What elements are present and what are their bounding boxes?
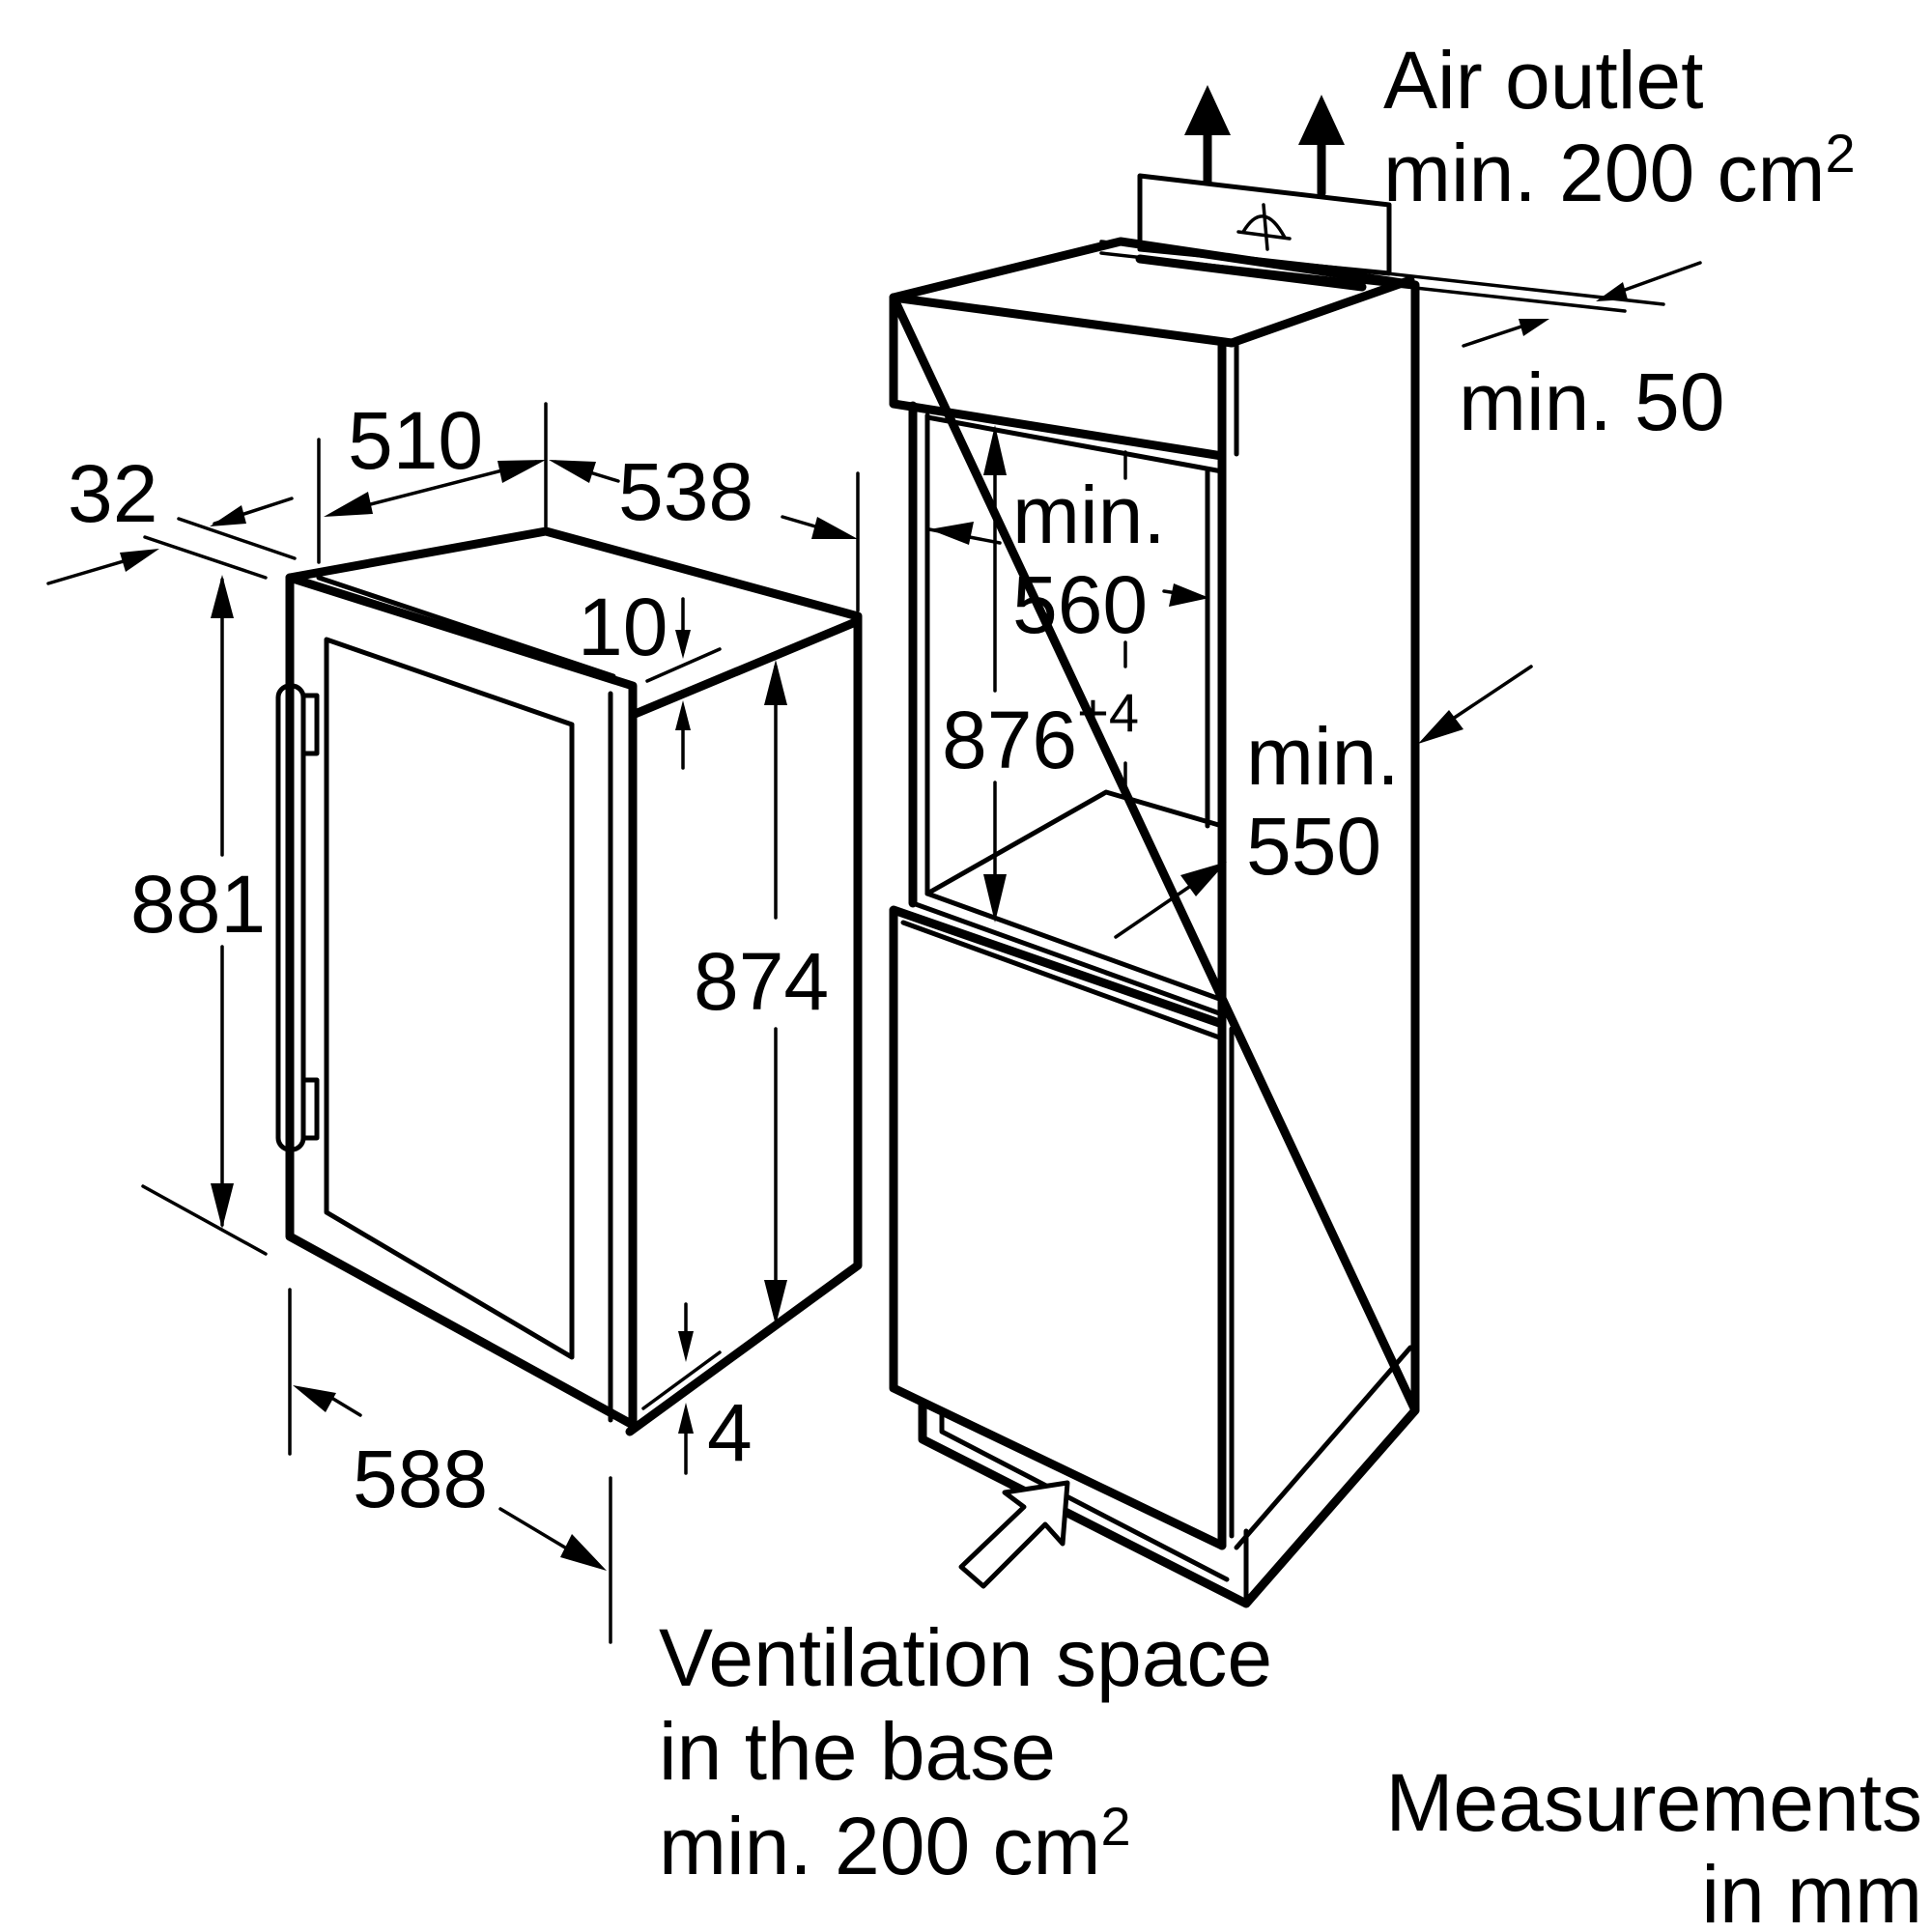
niche-height-label: 876+4 [942,682,1139,785]
cabinet-top-extension-2 [1099,240,1665,306]
ventilation-label-2: in the base [659,1706,1056,1797]
ext-line-32-a [177,517,297,560]
door-top-front-edge [316,575,616,679]
arrow-876-bottom [983,874,1007,923]
dim-588: 588 [353,1434,488,1524]
lower-cabinet-top-front [900,920,1225,1041]
vent-box-bottom-edge [1135,254,1367,292]
dim-881: 881 [130,859,266,950]
plinth-right-inner [1234,1345,1413,1550]
dim-line-10 [645,647,722,683]
niche-top-inner [924,414,1225,474]
dimension-values: 32 510 538 10 881 874 4 588 [68,395,829,1524]
arrow-510-right [497,460,546,483]
arrow-538-right [811,517,858,539]
appliance-door [285,573,638,1430]
handle-mount-bottom [300,1077,320,1141]
ext-line-32-b [143,535,268,580]
vent-symbol-stem [1262,203,1269,251]
niche-labels: Air outlet min. 200 cm2 min. 50 min. 560… [659,35,1922,1932]
dim-line-32-b [46,556,135,585]
arrow-min50-a [1596,282,1628,301]
ext-line-881-bottom [141,1184,268,1256]
dim-538: 538 [618,446,753,537]
niche-floor-back [924,789,1225,896]
upper-cabinet-front-bottom [889,399,1227,461]
appliance-dimensions [46,402,860,1644]
min-50-label: min. 50 [1459,356,1724,447]
air-outlet-arrow-1-head [1184,85,1231,135]
arrow-550-bottom [1180,862,1227,896]
air-outlet-area-label: min. 200 cm2 [1383,123,1856,218]
arrow-881-bottom [211,1183,234,1229]
dim-line-550-bottom [1114,879,1200,939]
door-handle [275,683,306,1152]
measurements-label-2: in mm [1701,1849,1922,1932]
arrow-10-top [675,630,691,659]
dim-10: 10 [578,582,668,672]
dim-4: 4 [707,1387,753,1478]
min-550-label-2: 550 [1246,801,1381,892]
min-560-label-2: 560 [1012,559,1148,650]
handle-mount-top [300,693,320,756]
lower-cabinet-outline [889,905,1227,1550]
niche-dimensions [927,261,1702,939]
plinth-inner [939,1412,1230,1582]
dim-line-588-b [498,1507,567,1549]
min-550-label-1: min. [1246,711,1400,802]
arrow-588-left [293,1385,336,1412]
ventilation-inlet-arrow [958,1480,1070,1589]
arrow-874-top [764,660,787,705]
arrow-560-right [1169,583,1209,607]
dim-line-550-top [1442,665,1533,726]
dim-510: 510 [348,395,483,486]
plinth-outline [918,1398,1420,1608]
niche-drawing [889,85,1665,1608]
dim-874: 874 [694,936,829,1027]
arrow-881-top [211,575,234,618]
cabinet-top-back-edge [1227,275,1415,348]
appliance-side-top-edge [628,616,863,720]
ventilation-label-3: min. 200 cm2 [659,1796,1131,1891]
appliance-drawing [275,526,863,1436]
door-glass-panel [324,637,575,1360]
arrow-min50-b [1519,319,1549,336]
appliance-body-outline [285,526,863,1436]
arrow-4-top [678,1331,694,1362]
arrow-510-left [324,492,373,517]
min-560-label-1: min. [1012,469,1166,560]
niche-floor-front-2 [910,900,1225,1017]
arrow-874-bottom [764,1280,787,1325]
air-outlet-label: Air outlet [1383,35,1704,126]
dim-32: 32 [68,448,157,539]
ventilation-label-1: Ventilation space [659,1612,1272,1703]
upper-cabinet-front-top [889,293,1236,348]
arrow-588-right [560,1534,607,1571]
cabinet-top-extension [1099,251,1627,313]
vent-symbol-line [1236,230,1292,241]
arrow-560-left [929,522,974,545]
upper-cabinet [889,237,1420,1415]
measurements-label-1: Measurements [1385,1757,1922,1848]
niche-floor-front [924,891,1225,1003]
arrow-32-a [210,505,246,526]
side-bottom-edge [641,1350,722,1410]
arrow-538-left [549,460,596,483]
air-outlet-arrow-2-head [1298,95,1345,145]
arrow-876-top [983,425,1007,475]
arrow-10-bottom [675,700,691,730]
arrow-32-b [120,549,159,572]
arrow-550-top [1418,710,1463,744]
arrow-4-bottom [678,1403,694,1434]
